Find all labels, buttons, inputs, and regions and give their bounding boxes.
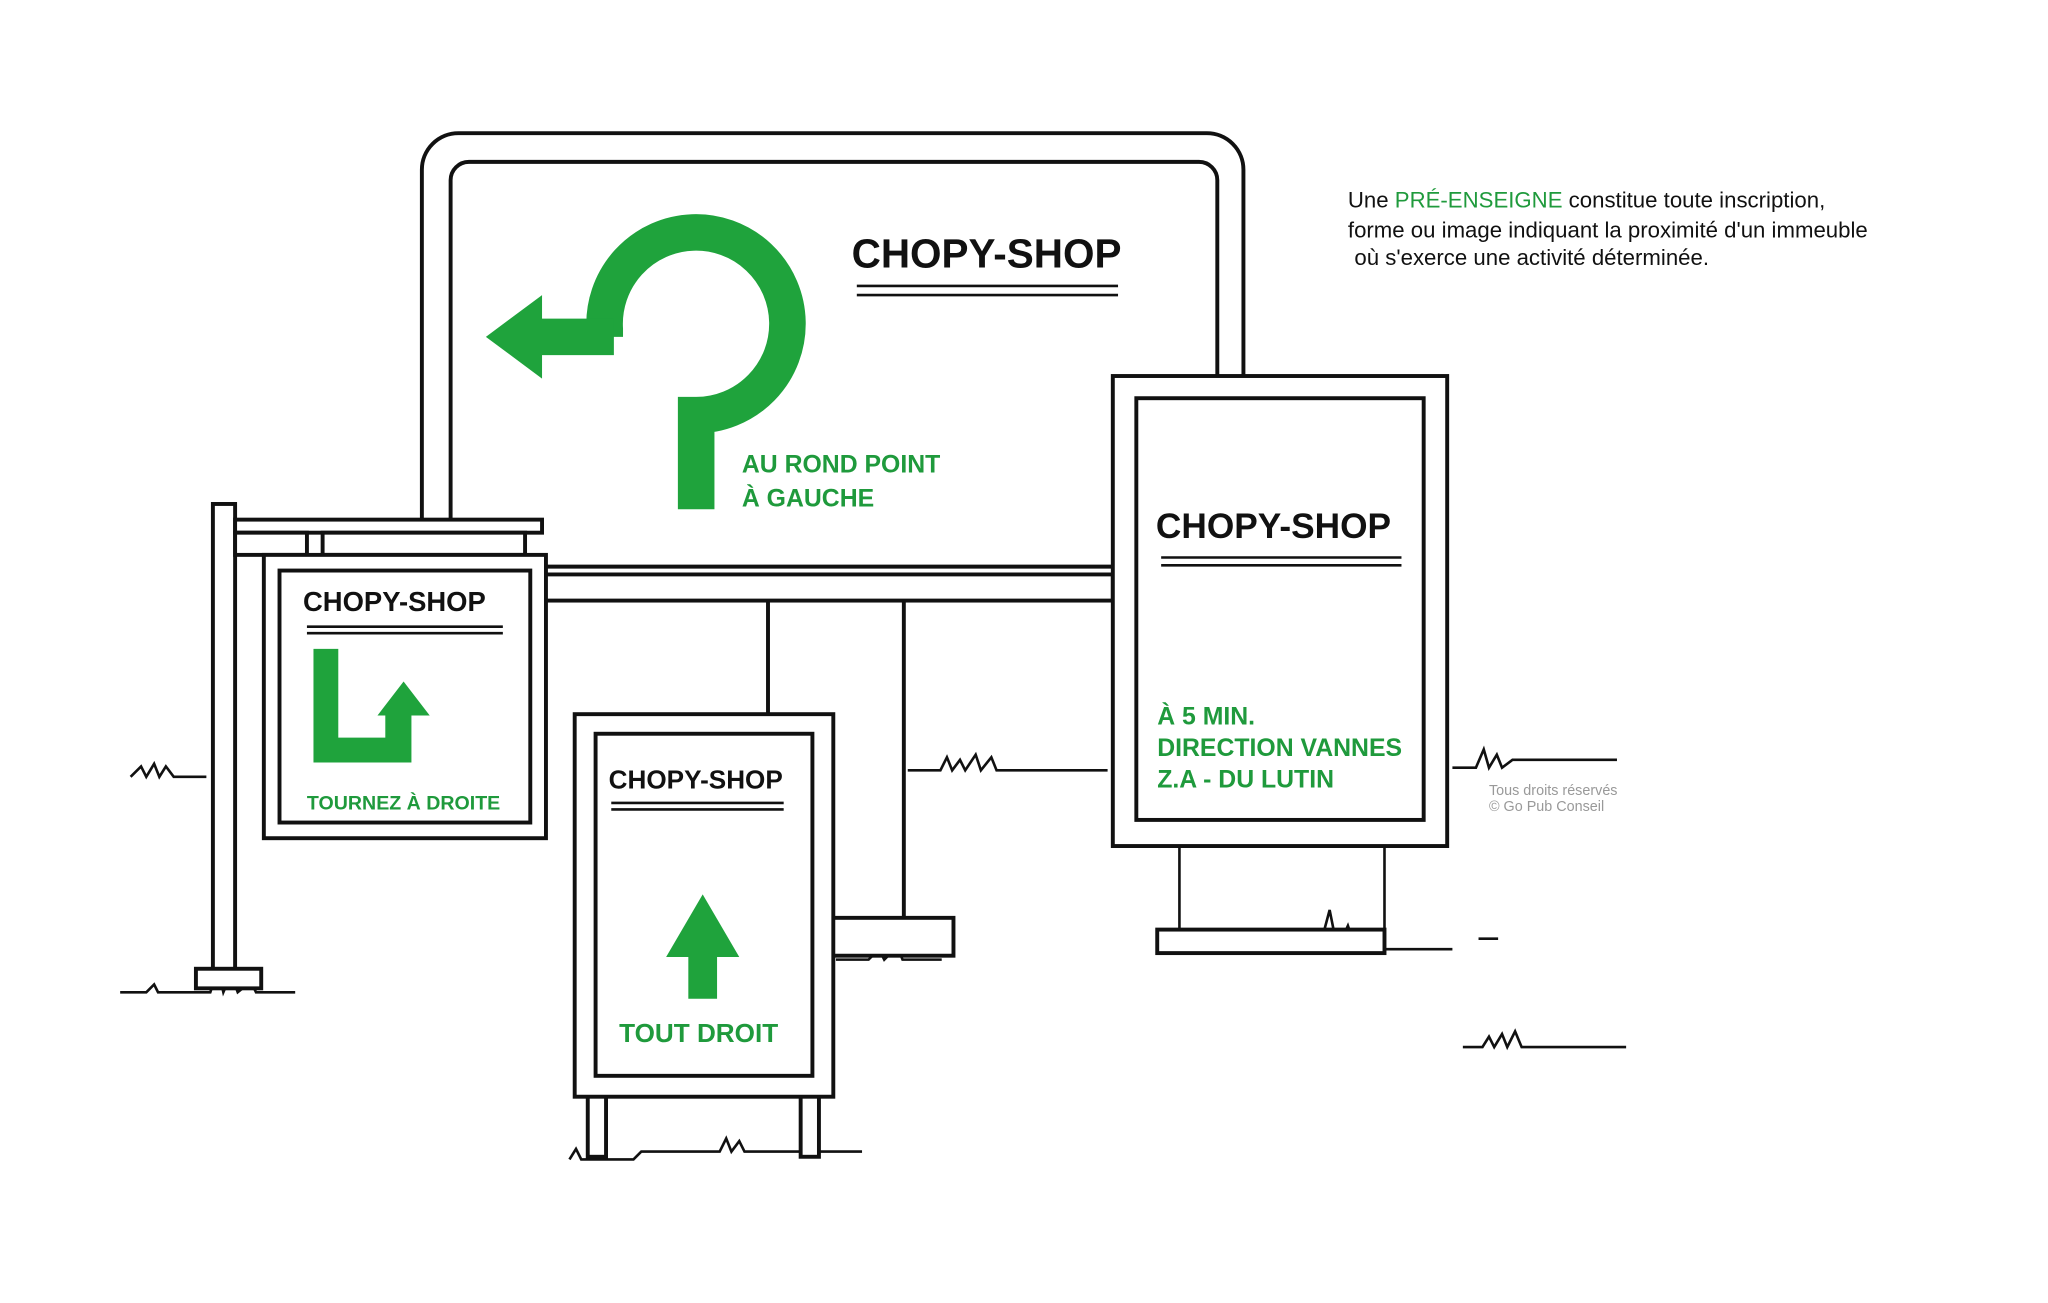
turn-right-arrow-icon bbox=[313, 648, 430, 763]
watermark-line2: © Go Pub Conseil bbox=[1489, 799, 1604, 815]
right-panel-sign: CHOPY-SHOP À 5 MIN. DIRECTION VANNES Z.A… bbox=[1110, 374, 1450, 956]
sandwich-board-sign: CHOPY-SHOP TOUT DROIT bbox=[572, 712, 836, 1159]
right-panel-brand: CHOPY-SHOP bbox=[1156, 507, 1391, 546]
billboard-line2: À GAUCHE bbox=[742, 485, 874, 513]
straight-arrow-icon bbox=[666, 894, 740, 999]
billboard-sign: CHOPY-SHOP AU ROND POINT À GAUCHE bbox=[419, 131, 1246, 577]
right-panel-line1: À 5 MIN. bbox=[1157, 703, 1255, 731]
left-sign-brand: CHOPY-SHOP bbox=[303, 586, 486, 617]
definition-line2: forme ou image indiquant la proximité d'… bbox=[1348, 218, 1868, 243]
right-panel-line2: DIRECTION VANNES bbox=[1157, 735, 1402, 762]
sandwich-brand: CHOPY-SHOP bbox=[609, 765, 783, 795]
billboard-line1: AU ROND POINT bbox=[742, 452, 940, 479]
right-panel-line3: Z.A - DU LUTIN bbox=[1157, 766, 1334, 793]
definition-line1: Une PRÉ-ENSEIGNE constitue toute inscrip… bbox=[1348, 188, 1825, 213]
grass bbox=[120, 745, 1627, 1161]
definition-text: Une PRÉ-ENSEIGNE constitue toute inscrip… bbox=[1348, 188, 1868, 270]
roundabout-left-arrow-icon bbox=[485, 214, 806, 510]
left-hanging-sign: CHOPY-SHOP TOURNEZ À DROITE bbox=[193, 502, 548, 991]
definition-line3: où s'exerce une activité déterminée. bbox=[1354, 245, 1709, 270]
watermark: Tous droits réservés © Go Pub Conseil bbox=[1489, 783, 1618, 815]
watermark-line1: Tous droits réservés bbox=[1489, 783, 1618, 799]
billboard-brand: CHOPY-SHOP bbox=[852, 231, 1122, 277]
sandwich-line1: TOUT DROIT bbox=[619, 1018, 778, 1048]
left-sign-line1: TOURNEZ À DROITE bbox=[307, 791, 500, 814]
